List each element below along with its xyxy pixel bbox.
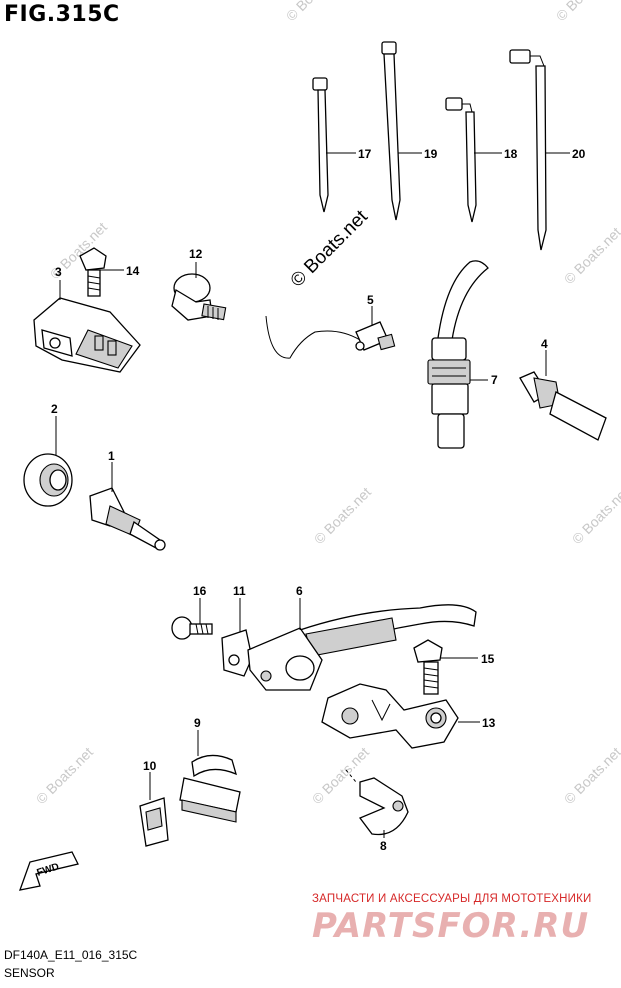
figure-caption: SENSOR xyxy=(4,966,55,980)
part-10-clip xyxy=(139,797,169,847)
watermark: © Boats.net xyxy=(561,744,621,807)
callout-3: 3 xyxy=(55,265,62,279)
callout-17: 17 xyxy=(358,147,372,161)
callout-8: 8 xyxy=(380,839,387,853)
watermark: © Boats.net xyxy=(283,0,346,24)
callout-5: 5 xyxy=(367,293,374,307)
part-18-cable-tie xyxy=(445,97,477,223)
part-15-bolt xyxy=(413,639,443,695)
watermark: © Boats.net xyxy=(553,0,616,24)
part-1-sensor xyxy=(89,487,166,551)
part-3-map-sensor xyxy=(33,297,141,373)
part-17-cable-tie xyxy=(312,77,329,213)
part-6-crank-sensor xyxy=(247,604,477,691)
callout-13: 13 xyxy=(482,716,496,730)
part-8-sensor xyxy=(345,769,409,836)
leader-lines xyxy=(55,152,570,838)
part-12-pressure-switch xyxy=(171,273,227,321)
watermark: © Boats.net xyxy=(561,224,621,287)
part-16-bolt xyxy=(171,616,213,640)
part-5-knock-sensor xyxy=(265,315,396,359)
callout-10: 10 xyxy=(143,759,157,773)
shop-banner-line: ЗАПЧАСТИ И АКСЕССУАРЫ ДЛЯ МОТОТЕХНИКИ xyxy=(312,893,592,905)
callout-15: 15 xyxy=(481,652,495,666)
callout-18: 18 xyxy=(504,147,518,161)
shop-banner-logo: PARTSFOR.RU xyxy=(312,906,590,946)
callout-11: 11 xyxy=(233,584,246,598)
callout-7: 7 xyxy=(491,373,498,387)
part-2-grommet xyxy=(23,453,73,507)
figure-title: FIG.315C xyxy=(4,2,120,27)
watermark: © Boats.net xyxy=(569,484,621,547)
callout-1: 1 xyxy=(108,449,115,463)
part-7-oxygen-sensor xyxy=(427,260,489,449)
callout-6: 6 xyxy=(296,584,303,598)
callout-16: 16 xyxy=(193,584,207,598)
part-19-cable-tie xyxy=(381,41,401,221)
part-20-cable-tie xyxy=(509,49,547,251)
callout-2: 2 xyxy=(51,402,58,416)
part-11-bracket xyxy=(221,629,253,677)
part-14-bolt xyxy=(79,247,107,297)
callout-9: 9 xyxy=(194,716,201,730)
part-13-bracket xyxy=(321,683,459,749)
fwd-arrow: FWD xyxy=(19,851,79,891)
callout-19: 19 xyxy=(424,147,438,161)
watermark: © Boats.net xyxy=(33,744,96,807)
callout-20: 20 xyxy=(572,147,586,161)
callout-labels: 17 19 18 20 3 14 12 5 7 4 2 1 16 11 6 15… xyxy=(51,147,586,853)
part-9-clip xyxy=(179,754,241,823)
watermark: © Boats.net xyxy=(287,206,373,292)
callout-14: 14 xyxy=(126,264,140,278)
figure-code: DF140A_E11_016_315C xyxy=(4,948,138,962)
part-4-temp-sensor xyxy=(519,371,607,441)
watermark-layer: © Boats.net © Boats.net © Boats.net © Bo… xyxy=(33,0,621,807)
watermark: © Boats.net xyxy=(311,484,374,547)
callout-4: 4 xyxy=(541,337,548,351)
callout-12: 12 xyxy=(189,247,203,261)
